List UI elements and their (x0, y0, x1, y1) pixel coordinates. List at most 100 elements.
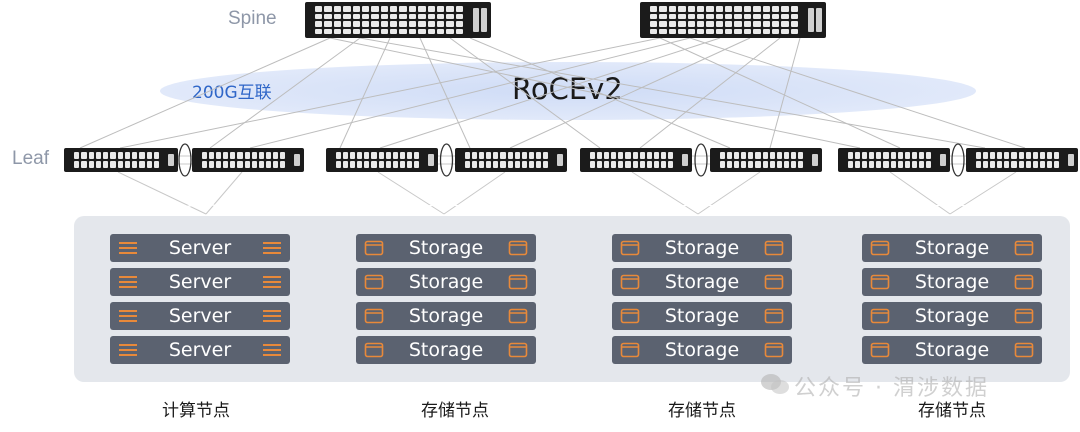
node-label: Storage (914, 339, 990, 361)
switch-port (343, 161, 349, 168)
switch-port (352, 13, 360, 19)
switch-port (869, 152, 875, 159)
node-label: Storage (408, 339, 484, 361)
storage-node: Storage (862, 336, 1042, 364)
switch-port (990, 152, 996, 159)
switch-port (790, 28, 798, 34)
switch-port (869, 161, 875, 168)
spine-leaf-link (449, 37, 601, 149)
switch-port (660, 152, 666, 159)
switch-port (390, 28, 398, 34)
switch-port (528, 152, 534, 159)
switch-port (436, 13, 445, 19)
switch-port (618, 152, 624, 159)
switch-port (88, 152, 94, 159)
node-label: Server (168, 271, 232, 293)
storage-node: Storage (356, 302, 536, 330)
server-rack-icon (263, 276, 281, 288)
switch-port (399, 6, 407, 12)
switch-port (315, 21, 323, 27)
fabric-ellipse (160, 62, 976, 120)
switch-port (797, 152, 803, 159)
switch-port (883, 152, 889, 159)
leaf-node-link (117, 171, 207, 215)
storage-drive-icon (364, 342, 384, 358)
switch-port (611, 152, 617, 159)
switch-port (678, 28, 686, 34)
switch-ports (976, 152, 1059, 168)
leaf-switch-2a (326, 148, 438, 172)
node-label: Server (168, 237, 232, 259)
storage-node: Storage (862, 268, 1042, 296)
storage-node: Storage (356, 234, 536, 262)
switch-port (408, 28, 417, 34)
switch-port (514, 161, 520, 168)
switch-port (771, 21, 780, 27)
node-label: Server (168, 305, 232, 327)
switch-port (272, 161, 278, 168)
switch-port (202, 161, 208, 168)
switch-port (251, 152, 257, 159)
watermark: 公众号 · 渭涉数据 (794, 376, 989, 401)
switch-port (1039, 161, 1045, 168)
switch-port (446, 6, 454, 12)
switch-port (95, 152, 101, 159)
storage-drive-icon (764, 308, 784, 324)
switch-port (1018, 161, 1024, 168)
switch-port (771, 6, 780, 12)
switch-port (265, 161, 271, 168)
switch-port (117, 152, 123, 159)
switch-port (279, 152, 285, 159)
switch-port (81, 152, 87, 159)
node-label: Server (168, 339, 232, 361)
group-label-storage-1: 存储节点 (421, 401, 489, 421)
server-rack-icon (119, 310, 137, 322)
switch-port (597, 161, 603, 168)
switch-port (223, 161, 229, 168)
switch-port (1011, 152, 1017, 159)
switch-port (364, 152, 370, 159)
spine-leaf-link (79, 37, 331, 149)
switch-port (753, 28, 761, 34)
switch-port (333, 6, 342, 12)
switch-port (336, 161, 342, 168)
switch-port (727, 152, 733, 159)
storage-node: Storage (612, 234, 792, 262)
switch-port (781, 28, 789, 34)
switch-port (1025, 161, 1031, 168)
switch-port (361, 13, 370, 19)
switch-port (743, 21, 752, 27)
switch-port (762, 28, 770, 34)
spine-leaf-link (659, 37, 901, 149)
switch-ports (848, 152, 931, 168)
switch-port (390, 21, 398, 27)
switch-port (741, 152, 747, 159)
switch-port (687, 13, 695, 19)
switch-port (343, 6, 351, 12)
spine-leaf-link (119, 37, 661, 149)
switch-mgmt-port (294, 154, 300, 166)
switch-port (399, 152, 405, 159)
server-node: Server (110, 302, 290, 330)
switch-port (790, 152, 796, 159)
switch-mgmt-port (816, 8, 822, 32)
switch-port (753, 13, 761, 19)
switch-port (392, 161, 398, 168)
switch-port (418, 13, 426, 19)
storage-node: Storage (862, 302, 1042, 330)
switch-port (542, 152, 548, 159)
switch-port (725, 6, 733, 12)
switch-port (465, 152, 471, 159)
server-node: Server (110, 234, 290, 262)
switch-port (855, 161, 861, 168)
mlag-link (439, 143, 454, 177)
switch-port (753, 6, 761, 12)
switch-port (1025, 152, 1031, 159)
switch-port (625, 161, 631, 168)
node-label: Storage (408, 271, 484, 293)
leaf-node-link (889, 171, 951, 215)
leaf-node-link (377, 171, 445, 215)
leaf-node-link (697, 171, 761, 215)
switch-ports (74, 152, 159, 168)
switch-port (1053, 152, 1059, 159)
